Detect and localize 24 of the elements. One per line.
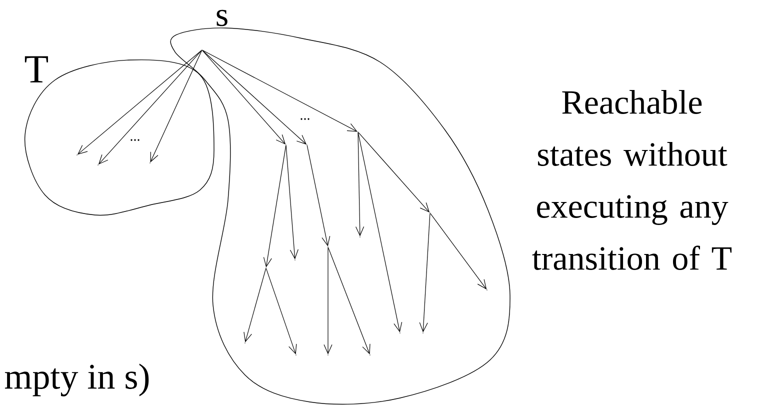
state-label: s [216, 10, 228, 26]
arrow [150, 50, 202, 162]
arrow [244, 268, 266, 342]
arrow [202, 50, 307, 145]
region-label: T [24, 56, 48, 82]
ellipsis: ... [130, 139, 140, 141]
ellipsis: ... [300, 118, 310, 120]
arrow [202, 50, 358, 132]
arrow [202, 50, 286, 145]
arrow [263, 145, 286, 268]
arrow [328, 247, 370, 354]
arrow [77, 50, 202, 155]
note-text: mpty in s) [4, 364, 149, 396]
arrow [419, 213, 430, 332]
arrow [98, 50, 202, 165]
arrow [358, 132, 402, 332]
arrow [356, 132, 364, 236]
arrow [306, 145, 330, 246]
arrow [358, 132, 430, 213]
arrow [266, 268, 297, 354]
arrow [430, 213, 487, 290]
arrow [324, 247, 332, 354]
arrow [286, 145, 298, 260]
region-caption: Reachable states without executing any transition of T [532, 90, 732, 270]
